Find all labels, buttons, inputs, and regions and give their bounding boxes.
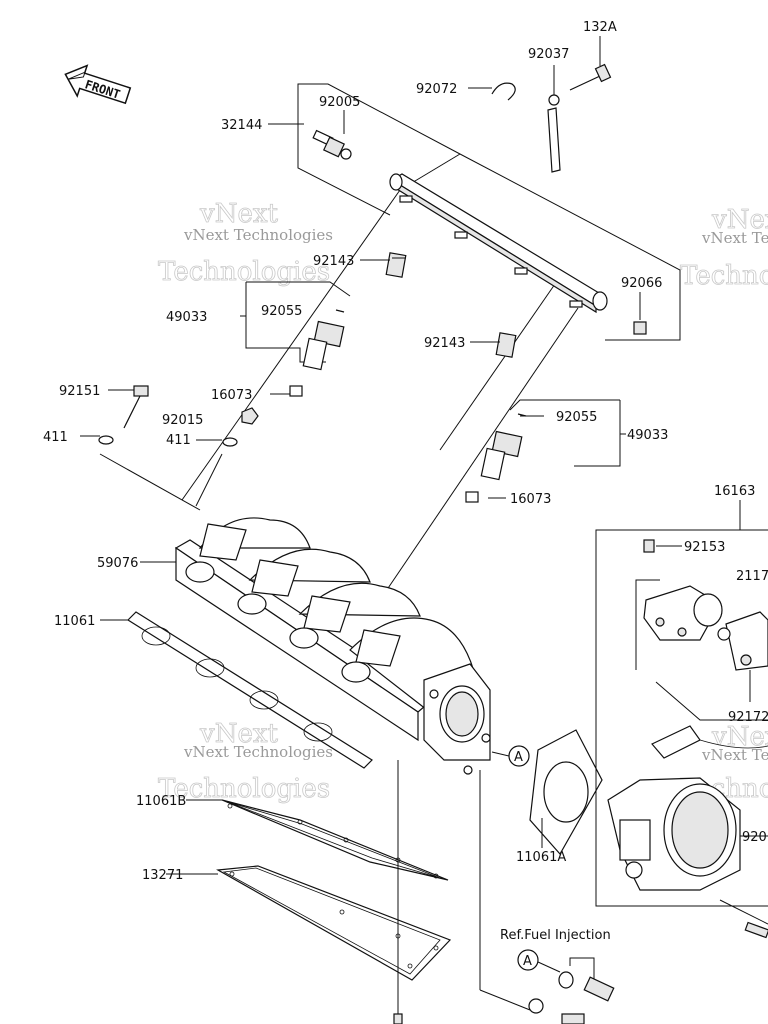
- label-132a: 132A: [583, 20, 617, 35]
- label-92055-right: 92055: [556, 410, 597, 425]
- gasket-11061a: [529, 729, 603, 856]
- watermark-small: vNext Technologies: [701, 229, 768, 247]
- label-920: 920: [742, 830, 767, 845]
- label-92143-left: 92143: [313, 254, 354, 269]
- label-21174: 21174: [736, 569, 768, 584]
- watermark-group: vNext Technologies vNext Technologies vN…: [158, 199, 768, 805]
- label-49033-left: 49033: [166, 310, 207, 325]
- label-11061: 11061: [54, 614, 95, 629]
- label-411-right: 411: [166, 433, 191, 448]
- watermark-small: vNext Technologies: [183, 226, 333, 244]
- label-11061a: 11061A: [516, 850, 566, 865]
- cable-tie: [547, 65, 561, 173]
- cap-92066: [633, 321, 647, 335]
- label-92037: 92037: [528, 47, 569, 62]
- gasket-11061: [127, 611, 373, 769]
- label-49033-right: 49033: [627, 428, 668, 443]
- watermark-large: Technologies: [680, 261, 768, 291]
- injector-right: [465, 332, 626, 503]
- fuel-injection-ref: A: [517, 949, 615, 1024]
- bolt-92151: [108, 385, 149, 429]
- watermark-small: vNext Technologies: [183, 743, 333, 761]
- leader-lines: [100, 110, 544, 875]
- label-92151: 92151: [59, 384, 100, 399]
- watermark-large: vNext: [199, 719, 278, 749]
- label-92143-right: 92143: [424, 336, 465, 351]
- label-16073-left: 16073: [211, 388, 252, 403]
- label-92072: 92072: [416, 82, 457, 97]
- throttle-body-group: [595, 500, 768, 939]
- ref-fuel-injection-label: Ref.Fuel Injection: [500, 928, 611, 943]
- washer-411: [222, 437, 238, 447]
- intake-manifold: [174, 517, 491, 775]
- fuel-rail: [389, 173, 608, 314]
- hose-clamp: [491, 82, 516, 101]
- watermark-large: vNext: [711, 205, 768, 235]
- label-92005: 92005: [319, 95, 360, 110]
- label-32144: 32144: [221, 118, 262, 133]
- plate-13271: [216, 865, 452, 981]
- gasket-11061b: [221, 799, 449, 881]
- fuel-rail-frame: [181, 83, 681, 601]
- label-11061b: 11061B: [136, 794, 186, 809]
- nut-92015: [241, 407, 259, 425]
- label-411-left: 411: [43, 430, 68, 445]
- label-92015: 92015: [162, 413, 203, 428]
- washer-411: [98, 435, 114, 445]
- regulator-fitting: [312, 129, 352, 160]
- label-92172: 92172: [728, 710, 768, 725]
- callout-a-label: A: [514, 750, 523, 765]
- part-labels: 132A 92037 92072 92005 32144 92143 92066…: [43, 20, 768, 943]
- watermark-large: Technologies: [158, 774, 330, 804]
- front-arrow-icon: FRONT: [64, 64, 132, 105]
- label-92066: 92066: [621, 276, 662, 291]
- label-92055-left: 92055: [261, 304, 302, 319]
- callout-a-ref-label: A: [523, 954, 532, 969]
- label-59076: 59076: [97, 556, 138, 571]
- label-92153: 92153: [684, 540, 725, 555]
- label-13271: 13271: [142, 868, 183, 883]
- watermark-small: vNext Technologies: [701, 746, 768, 764]
- label-16163: 16163: [714, 484, 755, 499]
- label-16073-right: 16073: [510, 492, 551, 507]
- bolt-132a: [569, 36, 612, 91]
- injector-left: [240, 252, 407, 397]
- watermark-large: vNext: [199, 199, 278, 229]
